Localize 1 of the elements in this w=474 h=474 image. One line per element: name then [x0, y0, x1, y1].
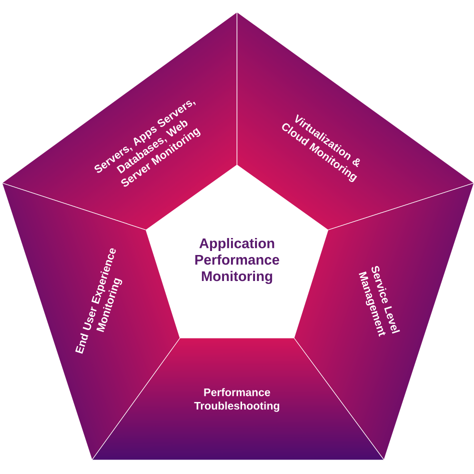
node-label: Application Performance Monitoring — [195, 238, 280, 284]
